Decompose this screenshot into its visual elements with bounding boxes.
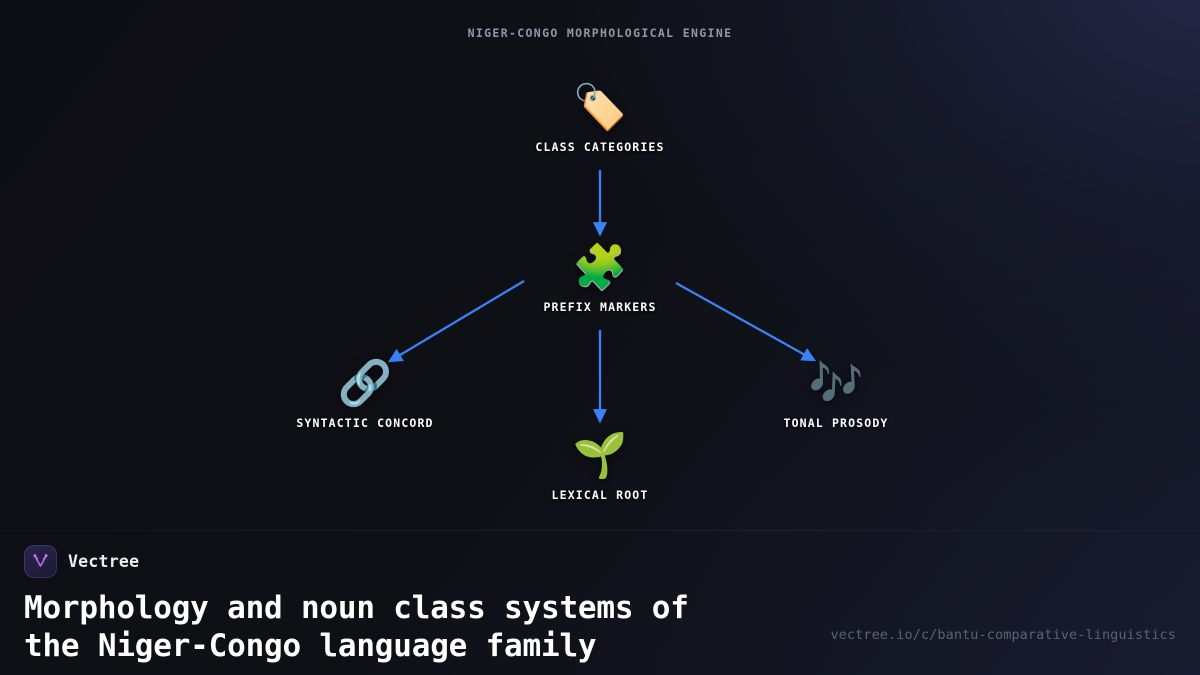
brand-row[interactable]: Vectree [24, 544, 1176, 578]
node-label: TONAL PROSODY [783, 416, 889, 430]
node-label: PREFIX MARKERS [543, 300, 657, 314]
diagram-canvas: NIGER-CONGO MORPHOLOGICAL ENGINE 🏷️ CLAS… [250, 26, 951, 502]
diagram-node-syntactic-concord[interactable]: 🔗 SYNTACTIC CONCORD [250, 358, 480, 430]
music-notes-icon: 🎶 [808, 358, 864, 409]
footer: Vectree Morphology and noun class system… [0, 531, 1200, 675]
diagram-node-lexical-root[interactable]: 🌱 LEXICAL ROOT [485, 430, 715, 502]
diagram-edges [387, 170, 817, 424]
diagram-node-prefix-markers[interactable]: 🧩 PREFIX MARKERS [485, 242, 715, 314]
diagram-node-tonal-prosody[interactable]: 🎶 TONAL PROSODY [721, 358, 951, 430]
diagram-node-class-categories[interactable]: 🏷️ CLASS CATEGORIES [485, 82, 715, 154]
edge-prefix-markers-to-syntactic-concord [387, 280, 525, 363]
edge-prefix-markers-to-tonal-prosody [675, 281, 817, 362]
chain-link-icon: 🔗 [337, 358, 393, 409]
node-label: SYNTACTIC CONCORD [296, 416, 434, 430]
brand-name: Vectree [68, 551, 140, 571]
page-title: Morphology and noun class systems of the… [24, 590, 689, 664]
vectree-logo-icon [24, 544, 57, 578]
footer-divider [0, 530, 1200, 531]
node-label: CLASS CATEGORIES [535, 140, 665, 154]
puzzle-piece-icon: 🧩 [572, 242, 628, 293]
diagram-eyebrow-title: NIGER-CONGO MORPHOLOGICAL ENGINE [467, 26, 733, 40]
permalink-url: vectree.io/c/bantu-comparative-linguisti… [830, 627, 1176, 643]
node-label: LEXICAL ROOT [551, 488, 649, 502]
label-tag-icon: 🏷️ [572, 82, 628, 133]
seedling-icon: 🌱 [572, 430, 628, 481]
